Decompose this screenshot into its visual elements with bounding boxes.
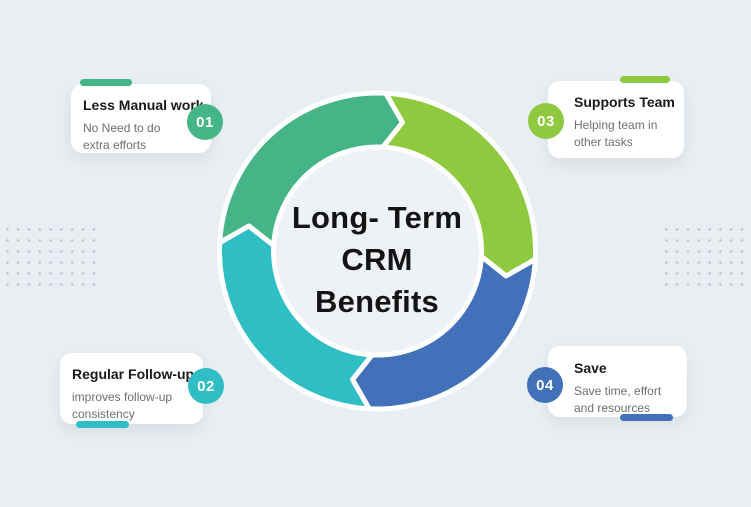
card-description: Save time, effort and resources	[574, 384, 662, 415]
card-accent-bar	[80, 79, 132, 86]
benefit-card-regular-follow-ups: Regular Follow-ups improves follow-up co…	[60, 353, 224, 428]
card-accent-bar	[620, 414, 673, 421]
benefit-card-less-manual-work: Less Manual work No Need to do extra eff…	[71, 79, 223, 153]
diagram-title-line-1: Long- Term	[291, 200, 463, 235]
card-title: Save	[574, 360, 607, 376]
dot-pattern-left	[2, 224, 96, 286]
card-description: No Need to do extra efforts	[83, 121, 161, 152]
card-description: improves follow-up consistency	[72, 390, 173, 421]
diagram-title: Long- Term CRM Benefits	[257, 197, 497, 323]
card-accent-bar	[620, 76, 670, 83]
step-number-badge: 04	[527, 367, 563, 403]
arc-segment-bottom-left	[216, 223, 375, 412]
cycle-inner-circle	[272, 146, 483, 356]
step-number-badge: 02	[188, 368, 224, 404]
diagram-title-line-2: CRM	[341, 242, 413, 277]
benefit-card-save: Save Save time, effort and resources 04	[527, 346, 687, 421]
benefit-card-supports-team: Supports Team Helping team in other task…	[528, 76, 684, 158]
diagram-title-line-3: Benefits	[315, 284, 439, 319]
card-title: Supports Team	[574, 94, 675, 110]
card-accent-bar	[76, 421, 129, 428]
card-title: Less Manual work	[83, 97, 204, 113]
step-number-badge: 01	[187, 104, 223, 140]
dot-pattern-right	[661, 224, 751, 286]
card-description: Helping team in other tasks	[574, 118, 658, 149]
card-title: Regular Follow-ups	[72, 366, 202, 382]
step-number-badge: 03	[528, 103, 564, 139]
